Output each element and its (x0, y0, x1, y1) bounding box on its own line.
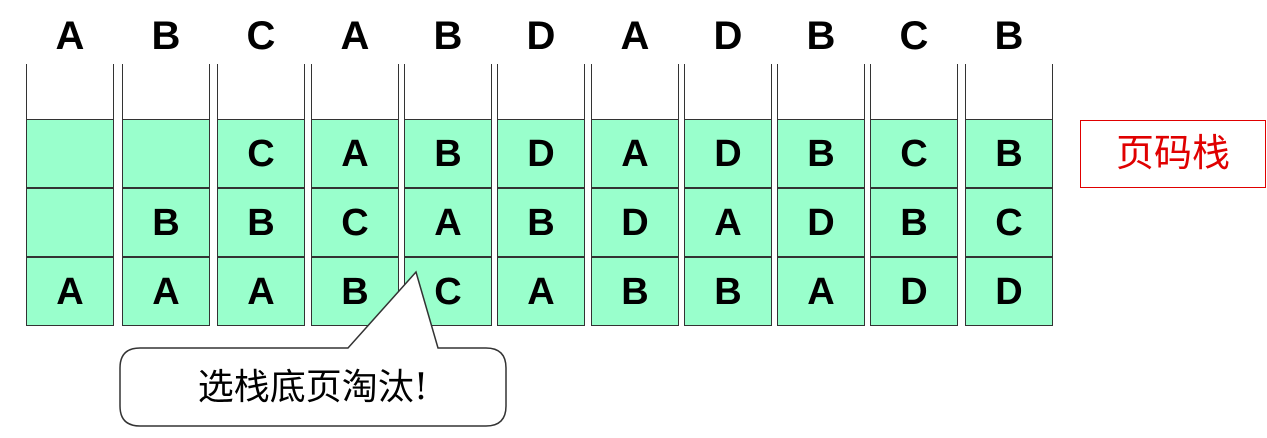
stack-cell: A (591, 119, 679, 188)
stack-cell: B (684, 257, 772, 326)
reference-item: C (899, 14, 929, 58)
reference-item: C (246, 14, 276, 58)
stack-cell: B (122, 188, 210, 257)
stack-cell (26, 188, 114, 257)
stack-cell: B (777, 119, 865, 188)
stack-cell: B (965, 119, 1053, 188)
stack-empty-slot (217, 64, 305, 119)
reference-item: B (433, 14, 463, 58)
stack-empty-slot (870, 64, 958, 119)
reference-item: A (55, 14, 85, 58)
stack-empty-slot (26, 64, 114, 119)
stack-empty-slot (497, 64, 585, 119)
stack-cell: A (404, 188, 492, 257)
stack-cell: B (591, 257, 679, 326)
stack-empty-slot (122, 64, 210, 119)
reference-item: A (620, 14, 650, 58)
stack-cell: D (591, 188, 679, 257)
stack-empty-slot (311, 64, 399, 119)
stack-cell (26, 119, 114, 188)
stack-cell: D (870, 257, 958, 326)
stack-empty-slot (684, 64, 772, 119)
stack-cell: B (311, 257, 399, 326)
stack-cell: D (684, 119, 772, 188)
stack-cell: C (311, 188, 399, 257)
stack-cell: D (777, 188, 865, 257)
stack-cell: A (26, 257, 114, 326)
stack-cell: B (870, 188, 958, 257)
reference-item: A (340, 14, 370, 58)
stack-cell: A (217, 257, 305, 326)
stack-cell: B (404, 119, 492, 188)
stack-cell: A (777, 257, 865, 326)
stack-cell: B (497, 188, 585, 257)
stack-cell: A (311, 119, 399, 188)
stack-cell: A (497, 257, 585, 326)
stack-column: A (26, 64, 114, 326)
stack-cell: A (684, 188, 772, 257)
callout-shape (119, 270, 507, 427)
stack-empty-slot (591, 64, 679, 119)
stack-empty-slot (777, 64, 865, 119)
stack-label: 页码栈 (1080, 120, 1266, 188)
reference-item: D (526, 14, 556, 58)
stack-cell: B (217, 188, 305, 257)
reference-item: D (713, 14, 743, 58)
stack-empty-slot (965, 64, 1053, 119)
reference-item: B (994, 14, 1024, 58)
stack-cell: C (965, 188, 1053, 257)
stack-empty-slot (404, 64, 492, 119)
stack-cell: C (217, 119, 305, 188)
stack-cell: C (870, 119, 958, 188)
callout-text: 选栈底页淘汰! (197, 367, 429, 408)
reference-item: B (806, 14, 836, 58)
stack-cell: D (497, 119, 585, 188)
stack-cell: A (122, 257, 210, 326)
reference-item: B (151, 14, 181, 58)
stack-cell: D (965, 257, 1053, 326)
stack-cell (122, 119, 210, 188)
